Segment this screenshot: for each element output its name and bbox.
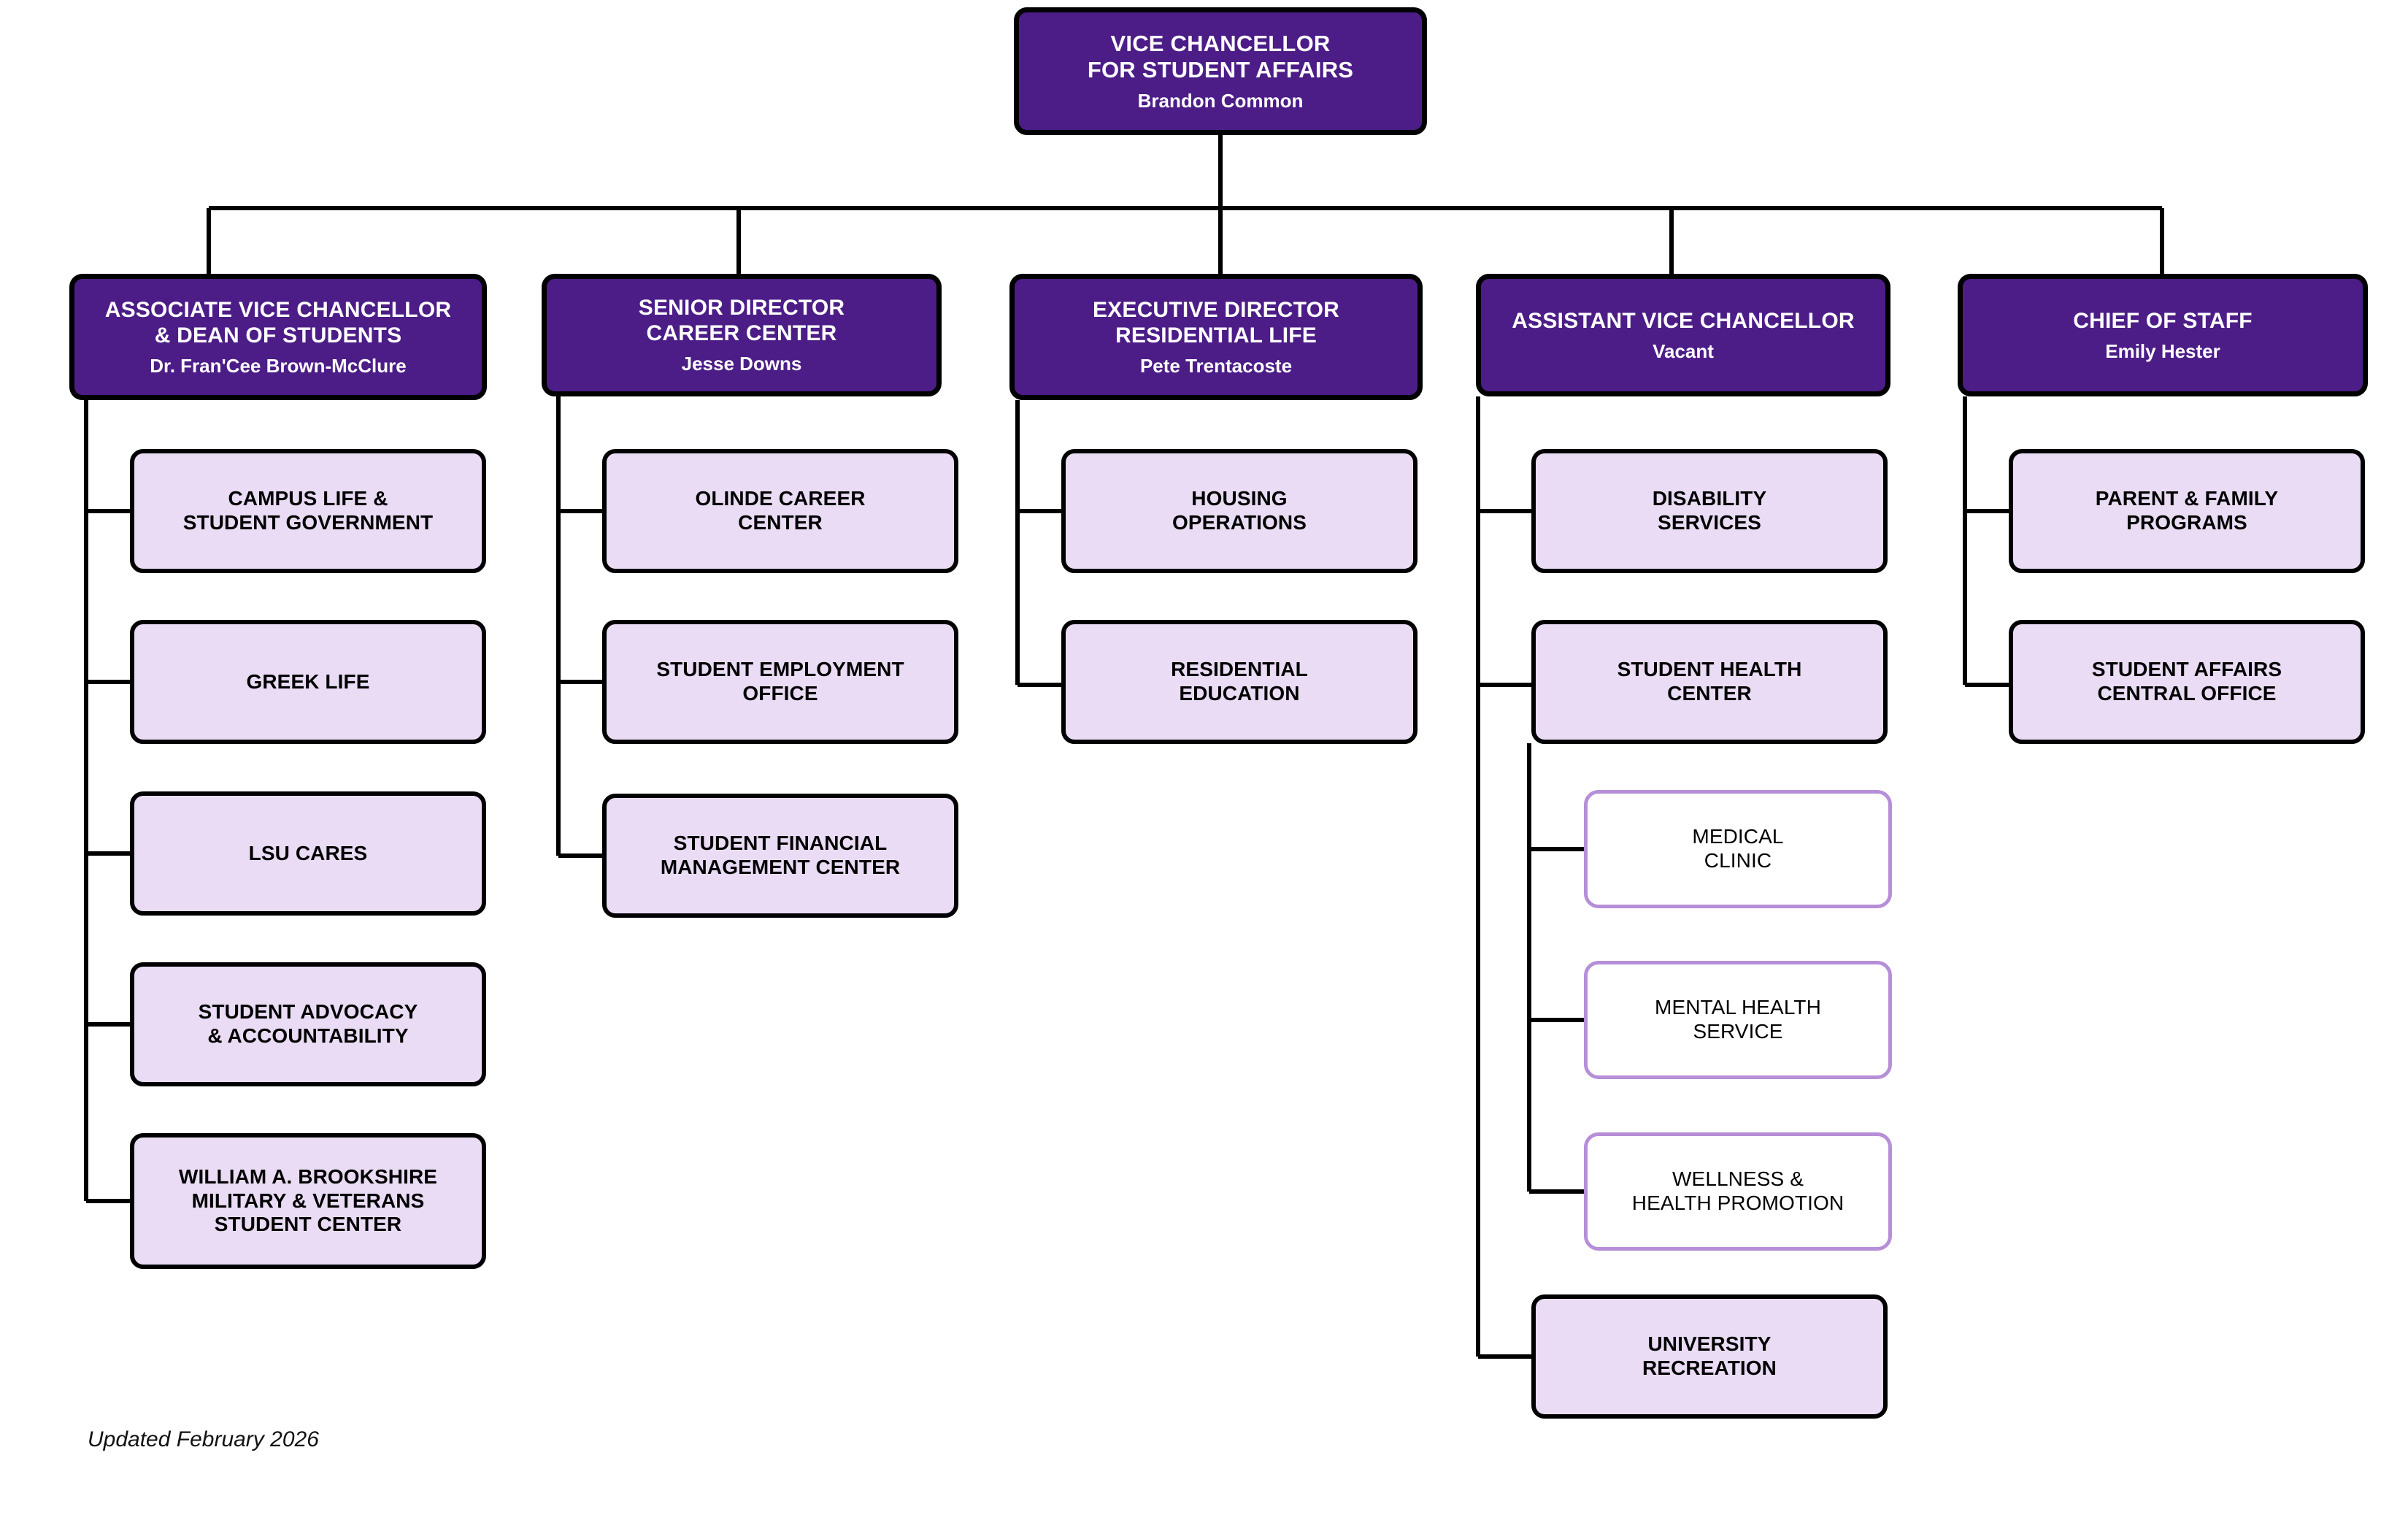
- node-label-line1: GREEK LIFE: [246, 670, 370, 693]
- node-person: Emily Hester: [2105, 339, 2220, 362]
- node-label-line1: STUDENT EMPLOYMENT: [656, 658, 904, 681]
- node-label-line2: CENTRAL OFFICE: [2097, 682, 2277, 705]
- updated-date-label: Updated February 2026: [88, 1427, 319, 1451]
- node-label-line2: STUDENT GOVERNMENT: [182, 511, 434, 534]
- node-label-line1: DISABILITY: [1652, 487, 1767, 510]
- node-label-line1: STUDENT FINANCIAL: [673, 832, 888, 855]
- node-medical-clinic[interactable]: MEDICAL CLINIC: [1584, 790, 1892, 908]
- node-label-line1: CAMPUS LIFE &: [228, 487, 388, 510]
- node-label-line2: OPERATIONS: [1172, 511, 1307, 534]
- node-disability-services[interactable]: DISABILITY SERVICES: [1531, 449, 1888, 573]
- node-housing-operations[interactable]: HOUSING OPERATIONS: [1061, 449, 1418, 573]
- node-student-health-center[interactable]: STUDENT HEALTH CENTER: [1531, 620, 1888, 744]
- node-label-line1: WILLIAM A. BROOKSHIRE: [178, 1165, 438, 1188]
- node-parent-family-programs[interactable]: PARENT & FAMILY PROGRAMS: [2009, 449, 2365, 573]
- node-mental-health-service[interactable]: MENTAL HEALTH SERVICE: [1584, 961, 1892, 1079]
- node-person: Jesse Downs: [681, 353, 802, 375]
- node-vice-chancellor-student-affairs[interactable]: VICE CHANCELLOR FOR STUDENT AFFAIRS Bran…: [1014, 7, 1427, 135]
- node-title-line2: FOR STUDENT AFFAIRS: [1087, 56, 1354, 83]
- node-label-line1: LSU CARES: [248, 841, 368, 864]
- node-lsu-cares[interactable]: LSU CARES: [130, 791, 486, 916]
- node-title-line1: SENIOR DIRECTOR: [638, 296, 845, 321]
- node-label-line2: SERVICE: [1693, 1020, 1783, 1043]
- node-person: Vacant: [1653, 339, 1714, 362]
- node-campus-life-student-government[interactable]: CAMPUS LIFE & STUDENT GOVERNMENT: [130, 449, 486, 573]
- node-label-line2: SERVICES: [1658, 511, 1761, 534]
- node-title-line1: CHIEF OF STAFF: [2073, 308, 2253, 333]
- node-label-line2: HEALTH PROMOTION: [1631, 1192, 1845, 1214]
- node-label-line2: PROGRAMS: [2126, 511, 2247, 534]
- node-label-line1: MENTAL HEALTH: [1655, 996, 1821, 1019]
- node-label-line3: STUDENT CENTER: [214, 1213, 402, 1236]
- node-university-recreation[interactable]: UNIVERSITY RECREATION: [1531, 1294, 1888, 1419]
- node-label-line1: PARENT & FAMILY: [2095, 487, 2279, 510]
- node-label-line2: & ACCOUNTABILITY: [207, 1024, 409, 1047]
- node-student-advocacy-accountability[interactable]: STUDENT ADVOCACY & ACCOUNTABILITY: [130, 962, 486, 1086]
- node-label-line2: MANAGEMENT CENTER: [660, 856, 901, 878]
- node-label-line2: EDUCATION: [1179, 682, 1300, 705]
- node-title-line2: RESIDENTIAL LIFE: [1115, 323, 1317, 348]
- node-title-line2: & DEAN OF STUDENTS: [154, 323, 402, 348]
- node-label-line2: RECREATION: [1642, 1357, 1777, 1379]
- node-student-financial-management-center[interactable]: STUDENT FINANCIAL MANAGEMENT CENTER: [602, 794, 958, 918]
- node-label-line1: OLINDE CAREER: [695, 487, 866, 510]
- node-senior-director-career-center[interactable]: SENIOR DIRECTOR CAREER CENTER Jesse Down…: [542, 274, 942, 396]
- node-person: Brandon Common: [1137, 90, 1304, 112]
- node-label-line2: CLINIC: [1704, 849, 1772, 872]
- node-title-line1: ASSOCIATE VICE CHANCELLOR: [104, 297, 452, 322]
- node-person: Dr. Fran'Cee Brown-McClure: [150, 354, 407, 377]
- node-label-line1: HOUSING: [1191, 487, 1288, 510]
- node-associate-vice-chancellor-dean-of-students[interactable]: ASSOCIATE VICE CHANCELLOR & DEAN OF STUD…: [69, 274, 487, 400]
- node-executive-director-residential-life[interactable]: EXECUTIVE DIRECTOR RESIDENTIAL LIFE Pete…: [1009, 274, 1423, 400]
- node-title-line1: VICE CHANCELLOR: [1110, 30, 1331, 56]
- node-label-line2: CENTER: [738, 511, 823, 534]
- node-label-line1: STUDENT ADVOCACY: [198, 1000, 418, 1024]
- node-label-line2: CENTER: [1667, 682, 1752, 705]
- node-title-line1: EXECUTIVE DIRECTOR: [1092, 297, 1340, 322]
- node-label-line1: WELLNESS &: [1672, 1167, 1804, 1191]
- node-label-line1: STUDENT AFFAIRS: [2091, 658, 2282, 681]
- node-label-line1: RESIDENTIAL: [1171, 658, 1308, 681]
- node-olinde-career-center[interactable]: OLINDE CAREER CENTER: [602, 449, 958, 573]
- node-label-line1: UNIVERSITY: [1647, 1332, 1772, 1356]
- node-assistant-vice-chancellor[interactable]: ASSISTANT VICE CHANCELLOR Vacant: [1476, 274, 1890, 396]
- node-brookshire-military-veterans-student-center[interactable]: WILLIAM A. BROOKSHIRE MILITARY & VETERAN…: [130, 1133, 486, 1269]
- node-wellness-health-promotion[interactable]: WELLNESS & HEALTH PROMOTION: [1584, 1132, 1892, 1251]
- node-title-line2: CAREER CENTER: [646, 321, 837, 346]
- node-greek-life[interactable]: GREEK LIFE: [130, 620, 486, 744]
- node-residential-education[interactable]: RESIDENTIAL EDUCATION: [1061, 620, 1418, 744]
- node-person: Pete Trentacoste: [1139, 354, 1293, 377]
- node-chief-of-staff[interactable]: CHIEF OF STAFF Emily Hester: [1958, 274, 2368, 396]
- node-label-line2: MILITARY & VETERANS: [191, 1189, 425, 1212]
- node-label-line2: OFFICE: [742, 682, 818, 705]
- node-student-affairs-central-office[interactable]: STUDENT AFFAIRS CENTRAL OFFICE: [2009, 620, 2365, 744]
- node-label-line1: STUDENT HEALTH: [1617, 658, 1802, 681]
- node-label-line1: MEDICAL: [1692, 825, 1784, 848]
- node-title-line1: ASSISTANT VICE CHANCELLOR: [1512, 308, 1855, 333]
- node-student-employment-office[interactable]: STUDENT EMPLOYMENT OFFICE: [602, 620, 958, 744]
